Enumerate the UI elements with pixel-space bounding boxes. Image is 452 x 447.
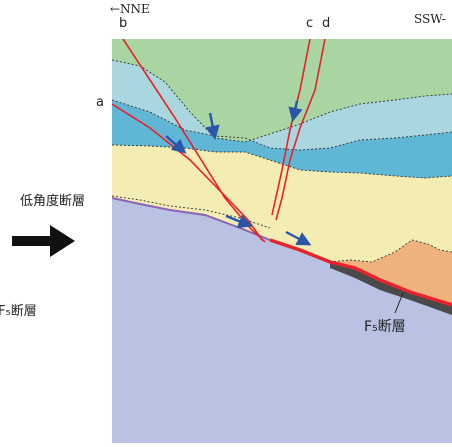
- f5-fault-label: F₅断層: [364, 319, 406, 335]
- light-blue-layer: [112, 60, 452, 150]
- down-arrow-icon: [288, 100, 303, 123]
- fault-label-c: c: [306, 16, 314, 31]
- down-arrow-icon: [205, 112, 220, 141]
- big-arrow-icon: [12, 225, 75, 257]
- low-angle-fault-label: 低角度断層: [20, 194, 86, 209]
- yellow-layer: [112, 145, 452, 262]
- mid-blue-layer: [112, 100, 452, 178]
- low-angle-fault-line: [112, 197, 271, 241]
- f5-label-pointer: [394, 292, 404, 314]
- slip-arrow-icon: [285, 230, 312, 246]
- f5-fault-label-left: F₅断層: [0, 304, 37, 319]
- f5-fault-line: [269, 238, 452, 307]
- fault-label-b: b: [119, 16, 128, 31]
- layer-boundaries: [112, 59, 452, 263]
- motion-arrows: [165, 100, 312, 246]
- slip-arrow-icon: [165, 135, 187, 154]
- fault-label-d: d: [322, 16, 331, 31]
- dark-band-layer: [330, 262, 452, 315]
- fault-label-a: a: [96, 95, 104, 110]
- green-layer: [112, 39, 452, 142]
- orientation-right-label: SSW-: [414, 12, 446, 26]
- orientation-left-label: ←NNE: [110, 2, 150, 16]
- slip-arrow-icon: [225, 214, 253, 229]
- orange-layer: [330, 240, 452, 303]
- fault-c-line: [271, 39, 311, 216]
- fault-d-line: [275, 39, 326, 221]
